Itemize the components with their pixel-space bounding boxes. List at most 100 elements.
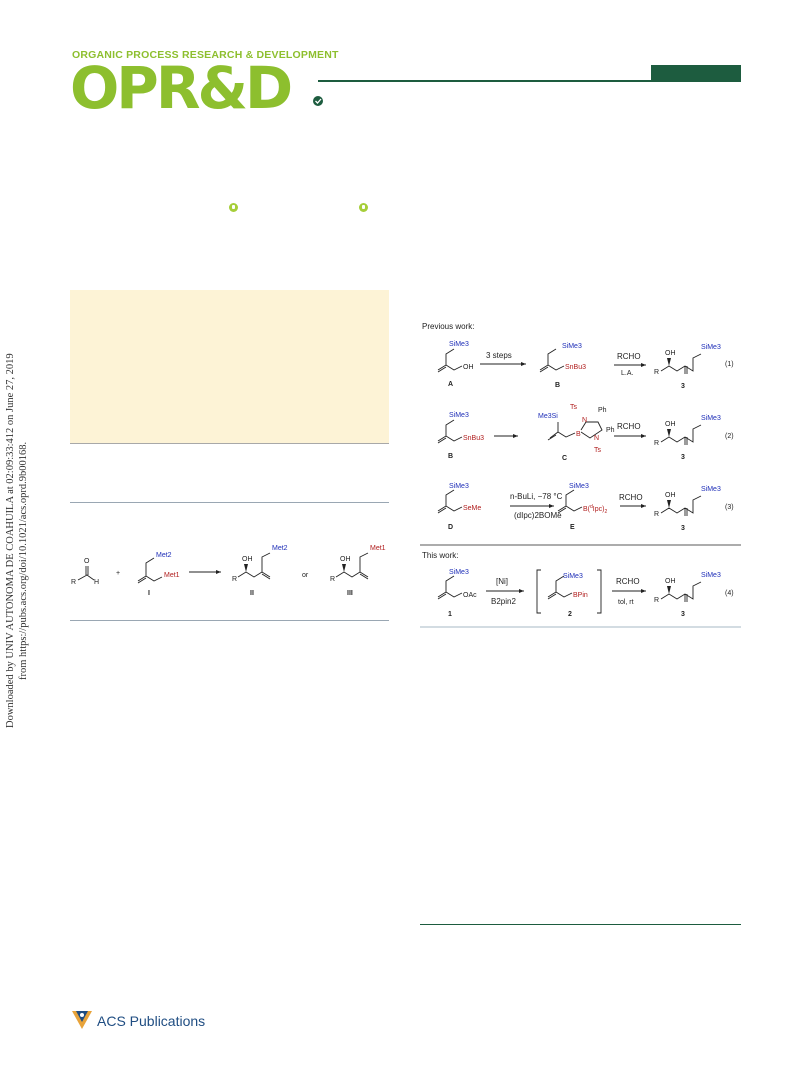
svg-text:C: C [562,455,567,462]
compound-B: SiMe3 SnBu3 B [437,412,484,460]
svg-text:B: B [448,453,453,460]
product-3: OH R SiMe3 3 [654,486,721,532]
divider [420,924,741,925]
journal-name: ORGANIC PROCESS RESEARCH & DEVELOPMENT [72,49,339,61]
svg-text:RCHO: RCHO [619,493,643,502]
svg-text:2: 2 [568,611,572,618]
svg-text:O: O [84,558,90,565]
aldehyde: O R H [71,558,99,586]
svg-text:3: 3 [681,611,685,618]
acs-logo-icon [70,1009,94,1036]
reaction-scheme: Previous work: SiMe3 OH A 3 steps SiMe3 … [418,318,743,635]
svg-text:3: 3 [681,454,685,461]
abstract-box [70,290,389,444]
svg-text:D: D [448,524,453,531]
svg-text:3: 3 [681,383,685,390]
svg-text:Met1: Met1 [164,572,180,579]
product-3: OH R SiMe3 3 [654,415,721,461]
svg-text:B: B [576,431,581,438]
svg-text:3 steps: 3 steps [486,351,512,360]
svg-text:SiMe3: SiMe3 [569,483,589,490]
svg-text:SiMe3: SiMe3 [449,412,469,419]
svg-text:SiMe3: SiMe3 [563,573,583,580]
product-3: OH R SiMe3 3 [654,344,721,390]
compound-C: Me3Si B N N Ts Ts Ph Ph C [538,404,615,462]
svg-text:1: 1 [448,611,452,618]
svg-text:OH: OH [665,578,676,585]
svg-text:or: or [302,572,309,579]
compound-D: SiMe3 SeMe D [437,483,481,531]
journal-logo: OPR&D [70,54,330,122]
svg-text:B2pin2: B2pin2 [491,597,516,606]
svg-text:OH: OH [665,421,676,428]
svg-text:OH: OH [463,364,474,371]
svg-text:n-BuLi, −78 °C: n-BuLi, −78 °C [510,492,563,501]
svg-text:II: II [250,590,254,597]
orcid-icon[interactable] [229,203,238,212]
header-accent-block [651,65,741,81]
reagent-I: Met2 Met1 I [137,552,180,597]
svg-text:OH: OH [665,492,676,499]
svg-text:R: R [654,369,659,376]
svg-text:Met2: Met2 [156,552,172,559]
svg-text:+: + [116,570,120,577]
svg-text:N: N [594,435,599,442]
svg-text:E: E [570,524,575,531]
svg-text:SiMe3: SiMe3 [449,341,469,348]
publisher-name: ACS Publications [97,1013,206,1029]
allylation-figure: O R H + Met2 Met1 I OH R Met2 II [66,535,391,610]
svg-text:Ph: Ph [606,427,615,434]
svg-text:SiMe3: SiMe3 [562,343,582,350]
watermark-line-2: from https://pubs.acs.org/doi/10.1021/ac… [18,442,29,680]
product-3: OH R SiMe3 3 [654,572,721,618]
svg-text:Ts: Ts [570,404,578,411]
checkmark-badge-icon [313,96,323,106]
svg-text:SiMe3: SiMe3 [701,415,721,422]
svg-text:R: R [654,511,659,518]
svg-text:R: R [654,440,659,447]
previous-work-label: Previous work: [422,322,474,331]
svg-text:SiMe3: SiMe3 [701,572,721,579]
svg-text:SiMe3: SiMe3 [701,486,721,493]
svg-text:SiMe3: SiMe3 [449,483,469,490]
logo-text: OPR&D [70,59,291,115]
svg-text:SiMe3: SiMe3 [701,344,721,351]
compound-B: SiMe3 SnBu3 B [539,343,586,389]
svg-text:R: R [330,576,335,583]
product-III: OH R Met1 III [330,545,386,597]
orcid-icon[interactable] [359,203,368,212]
svg-text:BPin: BPin [573,592,588,599]
svg-text:N: N [582,417,587,424]
svg-text:A: A [448,381,453,388]
svg-text:OH: OH [242,556,253,563]
compound-E: SiMe3 B(dIpc)2 E [557,483,607,531]
svg-text:Me3Si: Me3Si [538,413,558,420]
svg-text:(2): (2) [725,433,734,440]
compound-1: SiMe3 OAc 1 [437,569,477,618]
svg-text:OH: OH [665,350,676,357]
svg-text:Ts: Ts [594,447,602,454]
product-II: OH R Met2 II [232,545,288,597]
svg-text:(3): (3) [725,504,734,511]
header-rule [318,80,741,82]
download-watermark: Downloaded by UNIV AUTONOMA DE COAHUILA … [0,0,46,1067]
svg-text:SnBu3: SnBu3 [463,435,484,442]
svg-text:B: B [555,382,560,389]
svg-text:RCHO: RCHO [617,352,641,361]
svg-text:SnBu3: SnBu3 [565,364,586,371]
svg-text:Met1: Met1 [370,545,386,552]
svg-text:R: R [232,576,237,583]
svg-text:SeMe: SeMe [463,505,481,512]
svg-text:R: R [71,579,76,586]
svg-text:[Ni]: [Ni] [496,577,508,586]
svg-text:B(dIpc)2: B(dIpc)2 [583,504,607,515]
svg-text:Ph: Ph [598,407,607,414]
compound-2: SiMe3 BPin 2 [547,573,588,618]
svg-text:III: III [347,590,353,597]
svg-text:tol, rt: tol, rt [618,599,634,606]
svg-text:OH: OH [340,556,351,563]
svg-text:(1): (1) [725,361,734,368]
svg-text:L.A.: L.A. [621,370,634,377]
svg-text:SiMe3: SiMe3 [449,569,469,576]
svg-text:3: 3 [681,525,685,532]
